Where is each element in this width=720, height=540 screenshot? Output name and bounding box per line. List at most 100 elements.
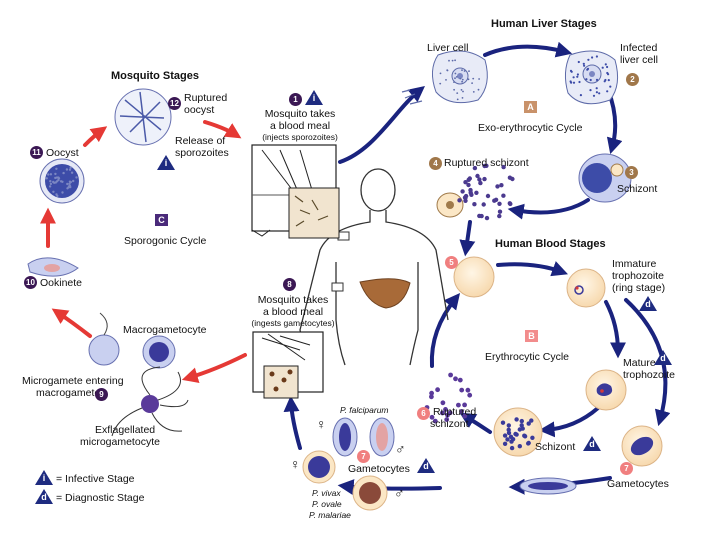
blood-schizont-merozoites-dot — [526, 441, 531, 446]
ruptured-blood-schizont-scatter-dot — [429, 394, 434, 400]
arrow-schizont-to-ruptured — [507, 198, 590, 220]
arrow-ring-to-mature — [604, 300, 626, 359]
liver-cell-speckles-dot — [461, 69, 463, 71]
stage-3-badge: 3 — [625, 166, 638, 179]
falciparum-gametocytes — [332, 417, 395, 457]
oocyst-sporozoites-dot — [49, 182, 53, 186]
liver-cell-speckles-dot — [477, 88, 480, 91]
blood-schizont-merozoites-dot — [514, 417, 519, 422]
arrow-ruptured-to-rbc — [429, 293, 461, 368]
stage-12-badge: 12 — [168, 97, 181, 110]
falciparum-gametocyte-in-transit — [519, 477, 577, 495]
liver-cell-speckles-dot — [446, 69, 449, 71]
oocyst-sporozoites — [45, 166, 78, 198]
infected-cell-speckles-dot — [582, 62, 585, 65]
ruptured-blood-schizont-scatter-dot — [465, 387, 471, 393]
liver-cell-speckles-dot — [454, 72, 457, 75]
stage-1-label-line2: a blood meal — [269, 120, 331, 132]
liver-merozoite-scatter-dot — [485, 193, 491, 199]
ring-label-line1: Immature — [612, 258, 657, 270]
oocyst-sporozoites-dot — [55, 180, 59, 183]
arrow-gametocytes-to-mosquito — [283, 395, 302, 450]
blood-schizont-merozoites-dot — [517, 444, 522, 449]
liver-cell-speckles-dot — [468, 70, 470, 72]
cycle-c-marker: C — [155, 214, 168, 226]
liver-cell-label: Liver cell — [427, 42, 469, 54]
ruptured-blood-schizont-scatter-dot — [429, 390, 434, 396]
ovale-label: P. ovale — [312, 499, 342, 509]
liver-cell-speckles-dot — [461, 78, 464, 81]
blood-schizont-merozoites-dot — [526, 421, 531, 426]
cycle-b-marker: B — [525, 330, 538, 342]
legend-infective-text: = Infective Stage — [56, 473, 135, 485]
liver-merozoite-scatter-dot — [481, 202, 486, 207]
exflagellated-label-line2: microgametocyte — [80, 436, 160, 448]
blood-schizont-merozoites-dot — [519, 423, 524, 428]
mature-trophozoite-label-line2: trophozoite — [623, 369, 675, 381]
ring-diagnostic-icon: d — [639, 296, 657, 311]
liver-cell-speckles — [439, 59, 480, 101]
legend-diagnostic-text: = Diagnostic Stage — [56, 492, 145, 504]
ring-label-line3: (ring stage) — [612, 282, 666, 294]
liver-cell-illustration — [401, 50, 488, 105]
infected-cell-speckles-dot — [572, 76, 575, 79]
infected-cell-speckles-dot — [577, 60, 580, 64]
stage-5-badge: 5 — [445, 256, 458, 269]
oocyst-sporozoites-dot — [70, 171, 74, 174]
stage-10-badge: 10 — [24, 276, 37, 289]
oocyst-sporozoites-dot — [54, 172, 57, 176]
ruptured-oocyst-illustration — [114, 88, 172, 146]
liver-merozoite-scatter-dot — [472, 165, 478, 171]
ruptured-blood-schizont-scatter-dot — [459, 387, 465, 393]
oocyst-sporozoites-dot — [66, 182, 69, 186]
gametocytes-diagnostic-icon: d — [417, 458, 435, 473]
blood-schizont-label: Schizont — [535, 441, 576, 453]
arrow-gametes-to-ookinete — [51, 308, 92, 338]
liver-merozoite-scatter — [457, 163, 515, 221]
oocyst-sporozoites-dot — [55, 193, 58, 196]
blood-schizont-merozoites-dot — [513, 431, 518, 437]
liver-merozoite-scatter-dot — [492, 198, 497, 203]
blood-schizont-merozoites-dot — [529, 418, 534, 423]
infected-cell-speckles-dot — [595, 55, 599, 58]
mature-trophozoite-cell — [585, 369, 627, 411]
female-symbol-falciparum: ♀ — [316, 416, 327, 432]
exo-erythrocytic-cycle-label: Exo-erythrocytic Cycle — [478, 122, 583, 134]
infected-cell-speckles-dot — [606, 90, 609, 93]
infected-cell-speckles — [569, 55, 612, 97]
oocyst-sporozoites-dot — [47, 173, 50, 176]
ruptured-blood-schizont-scatter-dot — [453, 376, 458, 382]
liver-merozoite-scatter-dot — [482, 176, 487, 182]
infected-cell-speckles-dot — [598, 92, 601, 95]
stage-1-note: (injects sporozoites) — [262, 132, 338, 142]
vivax-ovale-malariae-gametocytes — [302, 450, 388, 511]
oocyst-sporozoites-dot — [53, 181, 56, 184]
oocyst-sporozoites-dot — [55, 167, 58, 170]
blood-schizont-merozoites-dot — [502, 433, 508, 438]
legend-diagnostic-icon: d — [35, 489, 53, 504]
arrow-rbc-to-ring — [496, 261, 569, 277]
liver-cell-speckles-dot — [445, 79, 447, 81]
blood-schizont-merozoites — [500, 417, 535, 451]
ring-label-line2: trophozoite — [612, 270, 664, 282]
oocyst-sporozoites-dot — [65, 168, 69, 171]
liver-cell-speckles-dot — [462, 90, 464, 93]
exflagellated-label-line1: Exflagellated — [95, 424, 156, 436]
stage-8-badge: 8 — [283, 278, 296, 291]
blood-schizont-merozoites-dot — [509, 445, 515, 451]
ruptured-blood-schizont-scatter-dot — [462, 413, 468, 419]
blood-schizont-merozoites-dot — [519, 418, 524, 424]
microgamete-label-line2: macrogamete — [36, 387, 101, 399]
infected-cell-speckles-dot — [595, 78, 599, 81]
ookinete-label: Ookinete — [40, 277, 83, 289]
arrow-bite-to-gametes — [181, 353, 247, 383]
liver-cell-speckles-dot — [463, 70, 466, 72]
gametocyte-cell — [621, 425, 663, 467]
gametocytes-label-right: Gametocytes — [607, 478, 669, 490]
bite-site-upper — [337, 231, 350, 241]
schizont-diagnostic-icon: d — [583, 436, 601, 451]
infected-cell-speckles-dot — [585, 78, 588, 81]
infected-cell-speckles-dot — [589, 89, 592, 92]
arrow-merozoites-to-blood — [459, 220, 476, 257]
liver-merozoite-scatter-dot — [463, 193, 469, 199]
